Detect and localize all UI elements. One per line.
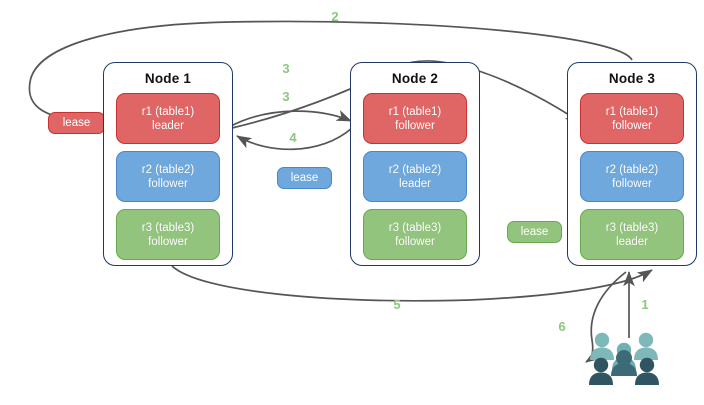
users-icon (589, 332, 659, 385)
step-label-3-upper: 3 (282, 61, 290, 76)
replica-name: r1 (table1) (388, 105, 442, 118)
replica-role: follower (395, 235, 435, 248)
replica-role: leader (152, 119, 184, 132)
node-box-node-1: Node 1 r1 (table1) leader r2 (table2) fo… (103, 62, 233, 266)
node-title-node-2: Node 2 (391, 71, 439, 86)
replica-node-1-r1: r1 (table1) leader (116, 93, 220, 144)
step-label-5: 5 (393, 297, 401, 312)
replica-role: leader (399, 177, 431, 190)
replica-name: r3 (table3) (141, 221, 195, 234)
replica-role: follower (148, 235, 188, 248)
lease-badge-table1: lease (48, 112, 105, 134)
lease-badge-table2: lease (277, 167, 332, 189)
edge-step-5 (171, 265, 653, 302)
node-box-node-3: Node 3 r1 (table1) follower r2 (table2) … (567, 62, 697, 266)
node-box-node-2: Node 2 r1 (table1) follower r2 (table2) … (350, 62, 480, 266)
replica-role: follower (395, 119, 435, 132)
replica-name: r1 (table1) (605, 105, 659, 118)
replica-role: follower (612, 177, 652, 190)
step-label-2: 2 (331, 9, 339, 24)
replica-name: r2 (table2) (605, 163, 659, 176)
replica-node-1-r2: r2 (table2) follower (116, 151, 220, 202)
step-label-6: 6 (558, 319, 566, 334)
replica-node-2-r1: r1 (table1) follower (363, 93, 467, 144)
replica-name: r2 (table2) (141, 163, 195, 176)
replica-name: r1 (table1) (141, 105, 195, 118)
replica-node-2-r3: r3 (table3) follower (363, 209, 467, 260)
lease-badge-table3: lease (507, 221, 562, 243)
replica-name: r2 (table2) (388, 163, 442, 176)
replica-name: r3 (table3) (388, 221, 442, 234)
node-title-node-3: Node 3 (608, 71, 656, 86)
replica-role: leader (616, 235, 648, 248)
step-label-4: 4 (289, 130, 297, 145)
step-label-1: 1 (641, 297, 649, 312)
replica-node-3-r3: r3 (table3) leader (580, 209, 684, 260)
replica-name: r3 (table3) (605, 221, 659, 234)
edge-step-3-to-node2 (230, 110, 352, 127)
node-title-node-1: Node 1 (144, 71, 192, 86)
replica-node-1-r3: r3 (table3) follower (116, 209, 220, 260)
replica-node-3-r2: r2 (table2) follower (580, 151, 684, 202)
replica-node-3-r1: r1 (table1) follower (580, 93, 684, 144)
replica-node-2-r2: r2 (table2) leader (363, 151, 467, 202)
replica-role: follower (148, 177, 188, 190)
step-label-3-lower: 3 (282, 89, 290, 104)
replica-role: follower (612, 119, 652, 132)
